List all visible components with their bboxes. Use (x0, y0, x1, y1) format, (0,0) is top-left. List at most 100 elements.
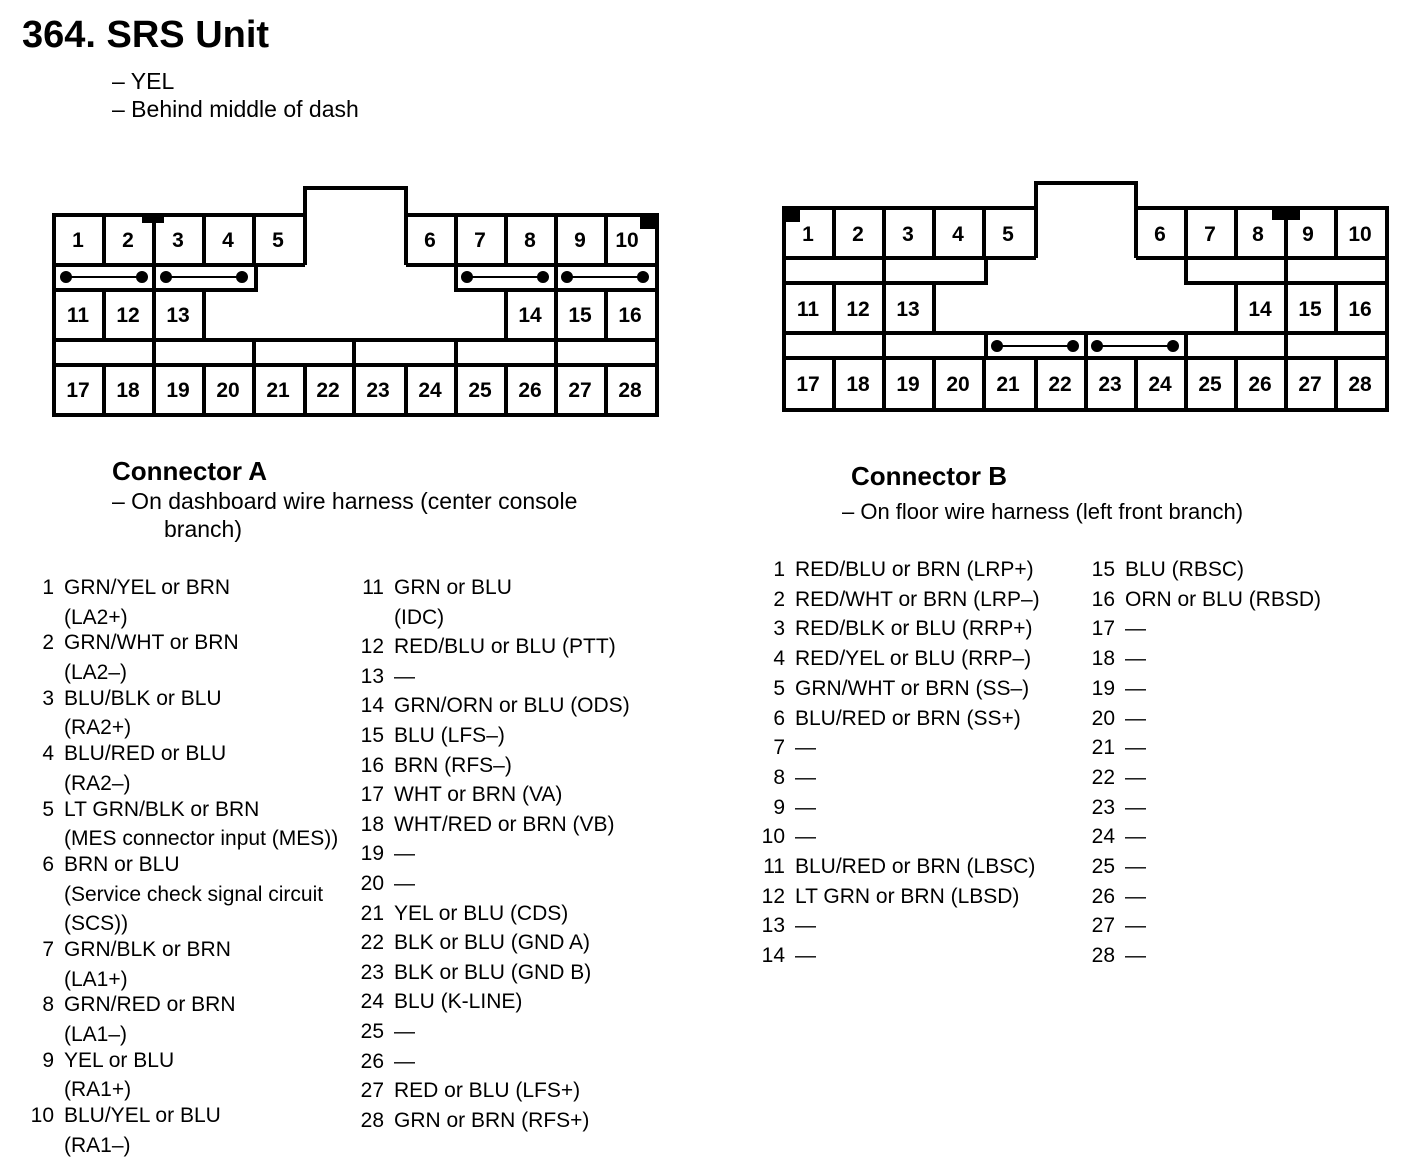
pin-wire-color: WHT/RED or BRN (VB) (394, 812, 615, 836)
pin-wire-color: RED or BLU (LFS+) (394, 1079, 581, 1103)
pin-number: 12 (761, 884, 785, 908)
pin-entry: 7— (773, 733, 1040, 763)
pin-number: 10 (30, 1104, 54, 1128)
pin-wire-color: RED/BLK or BLU (RRP+) (795, 617, 1033, 641)
pin-label: 24 (418, 379, 442, 402)
connector-b-title: Connector B (851, 461, 1007, 491)
pin-number: 23 (360, 960, 384, 984)
pin-label: 15 (1298, 298, 1322, 321)
pin-wire-color: — (1125, 647, 1146, 671)
pin-number: 8 (42, 993, 54, 1017)
pin-label: 19 (166, 379, 189, 402)
pin-entry: 24 — (1092, 822, 1321, 852)
pin-description: (LA2–) (64, 660, 128, 684)
pin-label: 13 (896, 298, 919, 321)
pin-label: 5 (272, 229, 284, 252)
subtitle-location: – Behind middle of dash (112, 96, 359, 122)
pin-wire-color: BLU/RED or BLU (64, 742, 227, 766)
pin-number: 24 (1091, 825, 1115, 849)
pin-label: 14 (518, 304, 542, 327)
pin-number: 3 (42, 686, 54, 710)
pin-label: 27 (568, 379, 591, 402)
pin-number: 9 (773, 795, 785, 819)
pin-number: 6 (42, 852, 54, 876)
pin-description: (IDC) (394, 605, 445, 629)
pin-wire-color: GRN or BRN (RFS+) (394, 1108, 590, 1132)
pin-wire-color: BLU/YEL or BLU (64, 1104, 221, 1128)
pin-entry: 19— (361, 839, 630, 869)
pin-wire-color: — (1125, 884, 1146, 908)
pin-label: 18 (846, 373, 870, 396)
pin-label: 8 (1252, 223, 1264, 246)
pin-label: 25 (468, 379, 492, 402)
pin-wire-color: LT GRN/BLK or BRN (64, 797, 260, 821)
pin-wire-color: YEL or BLU (64, 1048, 175, 1072)
pin-wire-color: — (1125, 825, 1146, 849)
pin-wire-color: — (795, 765, 816, 789)
pin-label: 26 (1248, 373, 1271, 396)
pin-number: 5 (42, 797, 54, 821)
pin-number: 26 (1091, 884, 1115, 908)
pin-number: 12 (360, 635, 384, 659)
pin-wire-color: GRN/RED or BRN (64, 993, 236, 1017)
pin-description: (RA2+) (64, 716, 132, 740)
pin-label: 22 (1048, 373, 1071, 396)
pin-entry: 25— (361, 1017, 630, 1047)
pin-number: 1 (42, 576, 54, 599)
pin-entry: 13— (762, 911, 1040, 941)
pin-number: 21 (360, 901, 384, 925)
pin-number: 19 (360, 842, 384, 866)
pin-wire-color: RED/BLU or BRN (LRP+) (795, 558, 1034, 581)
pin-entry: 13— (361, 662, 630, 692)
pin-entry: 28 GRN or BRN (RFS+) (361, 1106, 630, 1136)
pin-number: 28 (360, 1108, 384, 1132)
pin-wire-color: RED/BLU or BLU (PTT) (394, 635, 616, 659)
pin-number: 16 (360, 753, 384, 777)
pin-label: 10 (615, 229, 638, 252)
pin-label: 5 (1002, 223, 1014, 246)
pin-label: 13 (166, 304, 189, 327)
pin-number: 22 (1091, 765, 1115, 789)
connector-b-diagram: 1 2 3 4 5 6 7 8 9 10 11 12 13 14 15 16 1… (782, 181, 1389, 412)
pin-wire-color: ORN or BLU (RBSD) (1125, 587, 1322, 611)
pin-wire-color: BLU (K-LINE) (394, 990, 523, 1014)
pin-number: 18 (1091, 647, 1115, 671)
pin-entry: 8— (773, 763, 1040, 793)
pin-label: 16 (618, 304, 641, 327)
pin-label: 26 (518, 379, 541, 402)
pin-label: 4 (952, 223, 964, 246)
pin-label: 3 (172, 229, 184, 252)
pin-wire-color: — (795, 944, 816, 968)
pin-description: (RA1+) (64, 1078, 132, 1102)
pin-wire-color: BLU (LFS–) (394, 723, 505, 747)
pin-wire-color: GRN/WHT or BRN (SS–) (795, 676, 1030, 700)
pin-number: 14 (761, 944, 785, 968)
pin-wire-color: — (394, 1049, 415, 1073)
pin-number: 11 (362, 576, 384, 599)
connector-a-desc-cont: branch) (164, 516, 242, 542)
pin-label: 16 (1348, 298, 1371, 321)
pin-number: 25 (1091, 855, 1115, 879)
pin-description: (RA2–) (64, 771, 131, 795)
pin-number: 10 (761, 825, 785, 849)
pin-number: 4 (773, 647, 785, 671)
pin-wire-color: BLU/BLK or BLU (64, 686, 222, 710)
pin-wire-color: — (1125, 795, 1146, 819)
